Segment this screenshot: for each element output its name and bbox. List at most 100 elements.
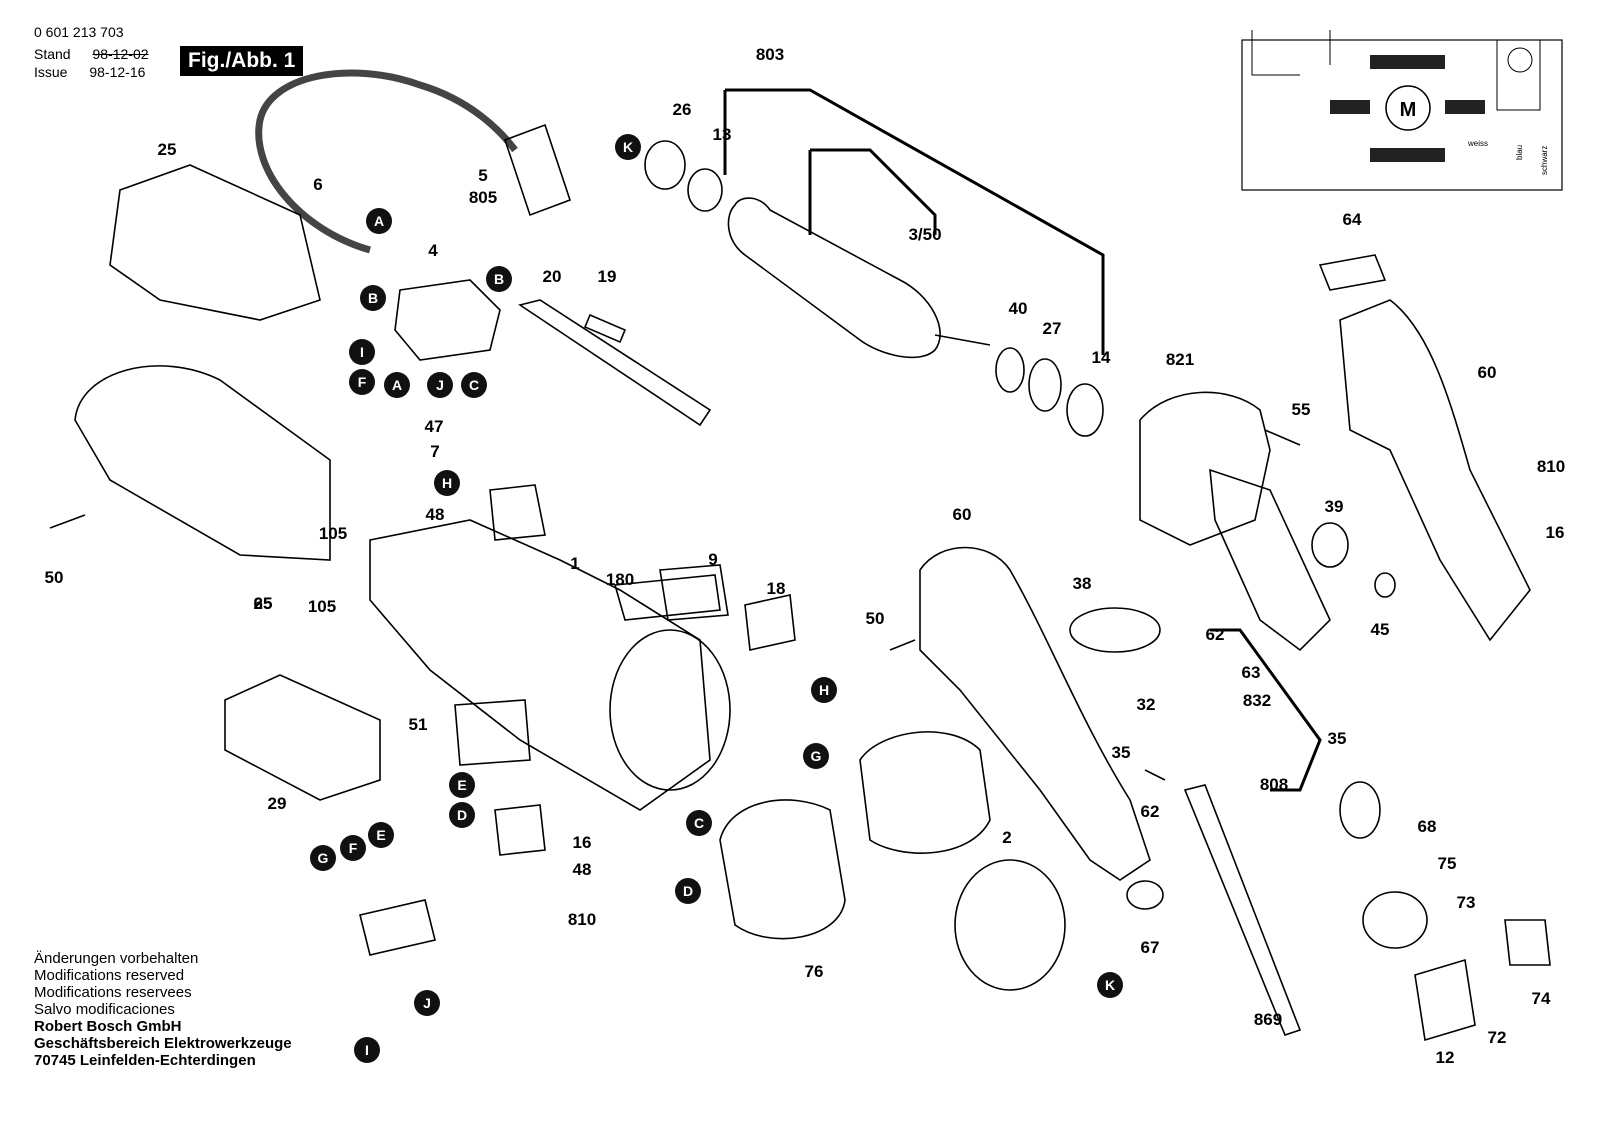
note-line: Modifications reservees [34, 984, 192, 1001]
group-bracket [1227, 628, 1322, 792]
spring-67 [1339, 781, 1381, 839]
connector-marker [449, 802, 475, 828]
switch-rod [518, 299, 712, 427]
part-label: 2 [1002, 828, 1011, 847]
handle-lower-part [1209, 468, 1331, 652]
connector-letter: J [423, 995, 431, 1011]
stand-date: 98-12-02 [92, 46, 149, 62]
bearing-14 [1066, 383, 1104, 437]
part-label: 808 [1260, 775, 1288, 794]
connector-letter: C [469, 377, 479, 393]
bearing-13 [687, 168, 723, 212]
part-label: 16 [573, 833, 592, 852]
field-coil-upper [859, 731, 991, 854]
part-76 [1126, 880, 1164, 910]
note-line: Salvo modificaciones [34, 1001, 175, 1018]
company-address: 70745 Leinfelden-Echterdingen [34, 1052, 256, 1069]
electronics-module [224, 674, 381, 801]
capacitor-12 [359, 899, 436, 956]
nut-45 [1374, 572, 1396, 598]
motor-symbol [1385, 85, 1431, 131]
part-label: 68 [1418, 817, 1437, 836]
connector-letter: A [374, 213, 384, 229]
part-label: 16 [1546, 523, 1565, 542]
part-label: 62 [1206, 625, 1225, 644]
connector-letter: C [694, 815, 704, 831]
connector-letter: K [1105, 977, 1115, 993]
part-label: 9 [708, 550, 717, 569]
connector-marker [427, 372, 453, 398]
part-label: 64 [1343, 210, 1362, 229]
connector-marker [354, 1037, 380, 1063]
connector-marker [349, 369, 375, 395]
coil-upper [1370, 55, 1445, 69]
gear-housing [1139, 391, 1271, 546]
part-label: 76 [805, 962, 824, 981]
part-label: 48 [573, 860, 592, 879]
housing-lower [74, 365, 331, 561]
part-label: 60 [1478, 363, 1497, 382]
potentiometer-symbol [1507, 47, 1533, 73]
connector-letter: B [494, 271, 504, 287]
ring-29 [954, 859, 1066, 991]
part-label: 60 [953, 505, 972, 524]
part-label: 45 [1371, 620, 1390, 639]
handle-right [1339, 299, 1531, 642]
connector-marker [340, 835, 366, 861]
part-label: 48 [426, 505, 445, 524]
part-label: 55 [1292, 400, 1311, 419]
stand-row: Stand 98-12-02 [34, 46, 149, 63]
part-label: 74 [1532, 989, 1551, 1008]
wire-label: weiss [1467, 139, 1488, 148]
part-label: 821 [1166, 350, 1194, 369]
document-number: 0 601 213 703 [34, 24, 124, 40]
connector-marker [675, 878, 701, 904]
part-label: 7 [430, 442, 439, 461]
part-18 [744, 594, 796, 651]
spindle-32 [1183, 784, 1302, 1036]
part-label: 5 [478, 166, 487, 185]
screw-50-center [889, 639, 916, 651]
part-label: 14 [1092, 348, 1111, 367]
coil-lower [1370, 148, 1445, 162]
connector-letter: H [442, 475, 452, 491]
plug-body [503, 123, 572, 217]
part-label: 72 [1488, 1028, 1507, 1047]
part-label: 27 [1043, 319, 1062, 338]
spring-19 [583, 313, 627, 344]
handle-center [919, 546, 1151, 881]
part-label: 50 [866, 609, 885, 628]
part-label: 50 [45, 568, 64, 587]
part-label: 803 [756, 45, 784, 64]
connector-marker [803, 743, 829, 769]
washer-27 [1028, 358, 1062, 412]
part-label: 20 [543, 267, 562, 286]
knob-39 [1311, 522, 1349, 568]
connector-letter: H [819, 682, 829, 698]
connector-marker [349, 339, 375, 365]
part-label: 19 [598, 267, 617, 286]
connector-letter: F [358, 374, 367, 390]
part-label: 18 [767, 579, 786, 598]
part-label: 38 [1073, 574, 1092, 593]
part-label: 25 [158, 140, 177, 159]
company-division: Geschäftsbereich Elektrowerkzeuge [34, 1035, 292, 1052]
brush-right [1445, 100, 1485, 114]
bearing-26 [644, 140, 686, 190]
connector-marker [686, 810, 712, 836]
housing-upper [109, 164, 321, 321]
part-label: 3/50 [908, 225, 941, 244]
label-64 [1318, 254, 1387, 291]
part-label: 6 [313, 175, 322, 194]
connector-marker [615, 134, 641, 160]
footer-notes: Änderungen vorbehalten Modifications res… [34, 950, 292, 1069]
connector-letter: D [683, 883, 693, 899]
motor-housing-mouth [609, 629, 731, 791]
bevel-gear [1069, 607, 1161, 653]
group-bracket [723, 88, 1105, 355]
issue-label: Issue [34, 64, 68, 80]
ring-40 [995, 347, 1025, 393]
figure-badge: Fig./Abb. 1 [180, 46, 304, 76]
brush-holder-lower [494, 804, 546, 856]
part-label: 26 [673, 100, 692, 119]
